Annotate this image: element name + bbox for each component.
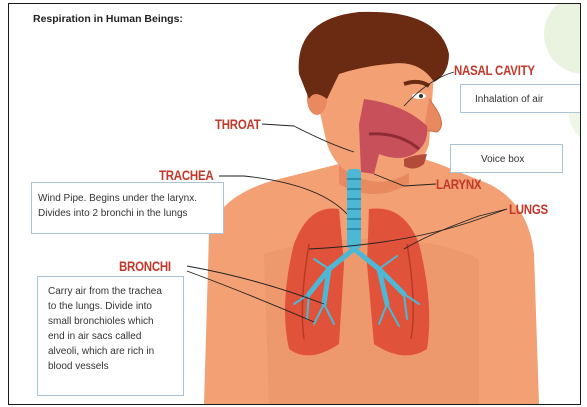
- page-title: Respiration in Human Beings:: [33, 13, 183, 25]
- note-bronchi: Carry air from the trachea to the lungs.…: [37, 276, 184, 396]
- note-line: Wind Pipe. Begins under the larynx.: [38, 191, 223, 206]
- label-lungs: LUNGS: [509, 201, 548, 217]
- pupil: [419, 94, 423, 98]
- note-text: Inhalation of air: [475, 92, 580, 107]
- note-text: Voice box: [481, 152, 562, 167]
- note-trachea: Wind Pipe. Begins under the larynx. Divi…: [31, 182, 224, 234]
- diagram-frame: Respiration in Human Beings: NASAL CAVIT…: [8, 3, 581, 405]
- note-line: alveoli, which are rich in: [48, 344, 183, 359]
- label-nasal-cavity: NASAL CAVITY: [454, 62, 535, 78]
- label-trachea: TRACHEA: [159, 167, 213, 183]
- label-bronchi: BRONCHI: [119, 258, 171, 274]
- note-line: Carry air from the trachea: [48, 284, 183, 299]
- note-nasal: Inhalation of air: [460, 84, 581, 113]
- note-line: end in air sacs called: [48, 329, 183, 344]
- note-line: Divides into 2 bronchi in the lungs: [38, 206, 223, 221]
- decorative-blob: [544, 4, 580, 74]
- label-larynx: LARYNX: [436, 176, 481, 192]
- note-line: small bronchioles which: [48, 314, 183, 329]
- note-line: to the lungs. Divide into: [48, 299, 183, 314]
- note-larynx: Voice box: [450, 144, 563, 173]
- label-throat: THROAT: [215, 116, 261, 132]
- note-line: blood vessels: [48, 359, 183, 374]
